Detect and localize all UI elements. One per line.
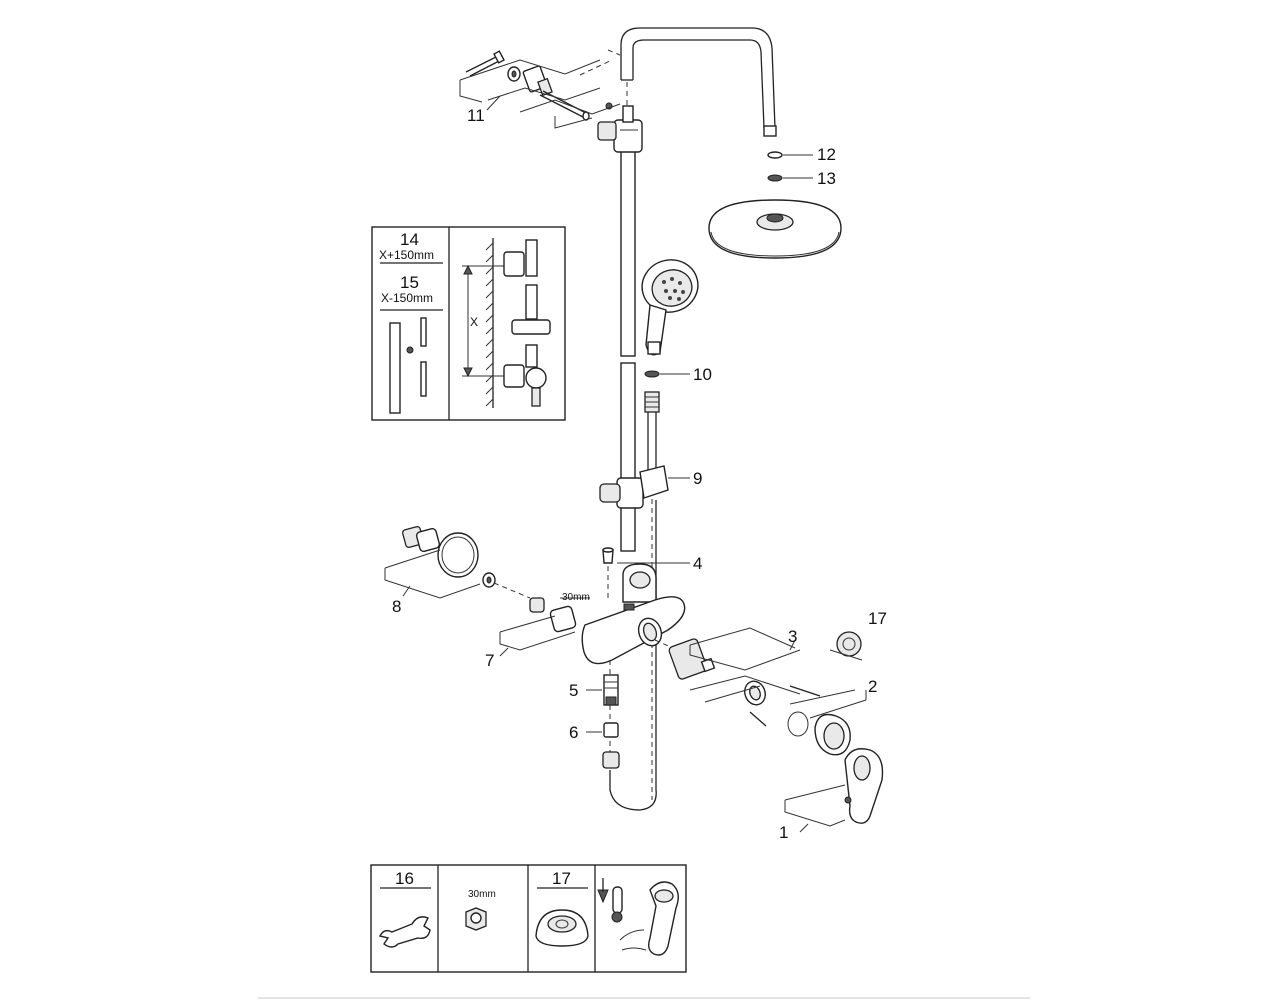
check-valve-parts [586,660,620,769]
callout-6: 6 [569,723,578,742]
rail-height-inset [371,226,566,421]
callout-12: 12 [817,145,836,164]
hand-shower [641,259,699,356]
overhead-shower-head [708,151,842,259]
callout-2: 2 [868,677,877,696]
mixer-body [581,563,686,665]
lever-handle-part-1 [784,748,884,833]
callout-9: 9 [693,469,702,488]
tools-box [370,864,687,973]
cartridge-part-3 [654,627,821,727]
connector-part-8 [384,526,531,599]
shower-slider [599,465,690,509]
callout-1: 1 [779,823,788,842]
callout-7: 7 [485,651,494,670]
callout-11: 11 [467,106,485,125]
nut-part-7 [499,597,590,657]
cap-part-4 [602,547,690,600]
nut-dimension: 30mm [562,592,590,603]
top-rail-bracket [597,105,643,153]
callout-4: 4 [693,554,702,573]
callout-17: 17 [868,609,887,628]
inset-item-14-dim: X+150mm [379,248,434,262]
callout-8: 8 [392,597,401,616]
tools-cell-17-label: 17 [552,869,571,888]
inset-item-15-dim: X-150mm [381,291,433,305]
sleeve-part-2 [787,689,867,756]
inset-item-15: 15 [400,273,419,292]
callout-3: 3 [788,627,797,646]
callout-10: 10 [693,365,712,384]
wall-fixing-parts [459,50,621,129]
tools-cell-16-label: 16 [395,869,414,888]
inset-x-label: X [470,315,478,329]
cap-part-17 [829,631,863,661]
inset-item-14: 14 [400,230,419,249]
callout-5: 5 [569,681,578,700]
tools-cell-30mm-label: 30mm [468,889,496,900]
callout-13: 13 [817,169,836,188]
